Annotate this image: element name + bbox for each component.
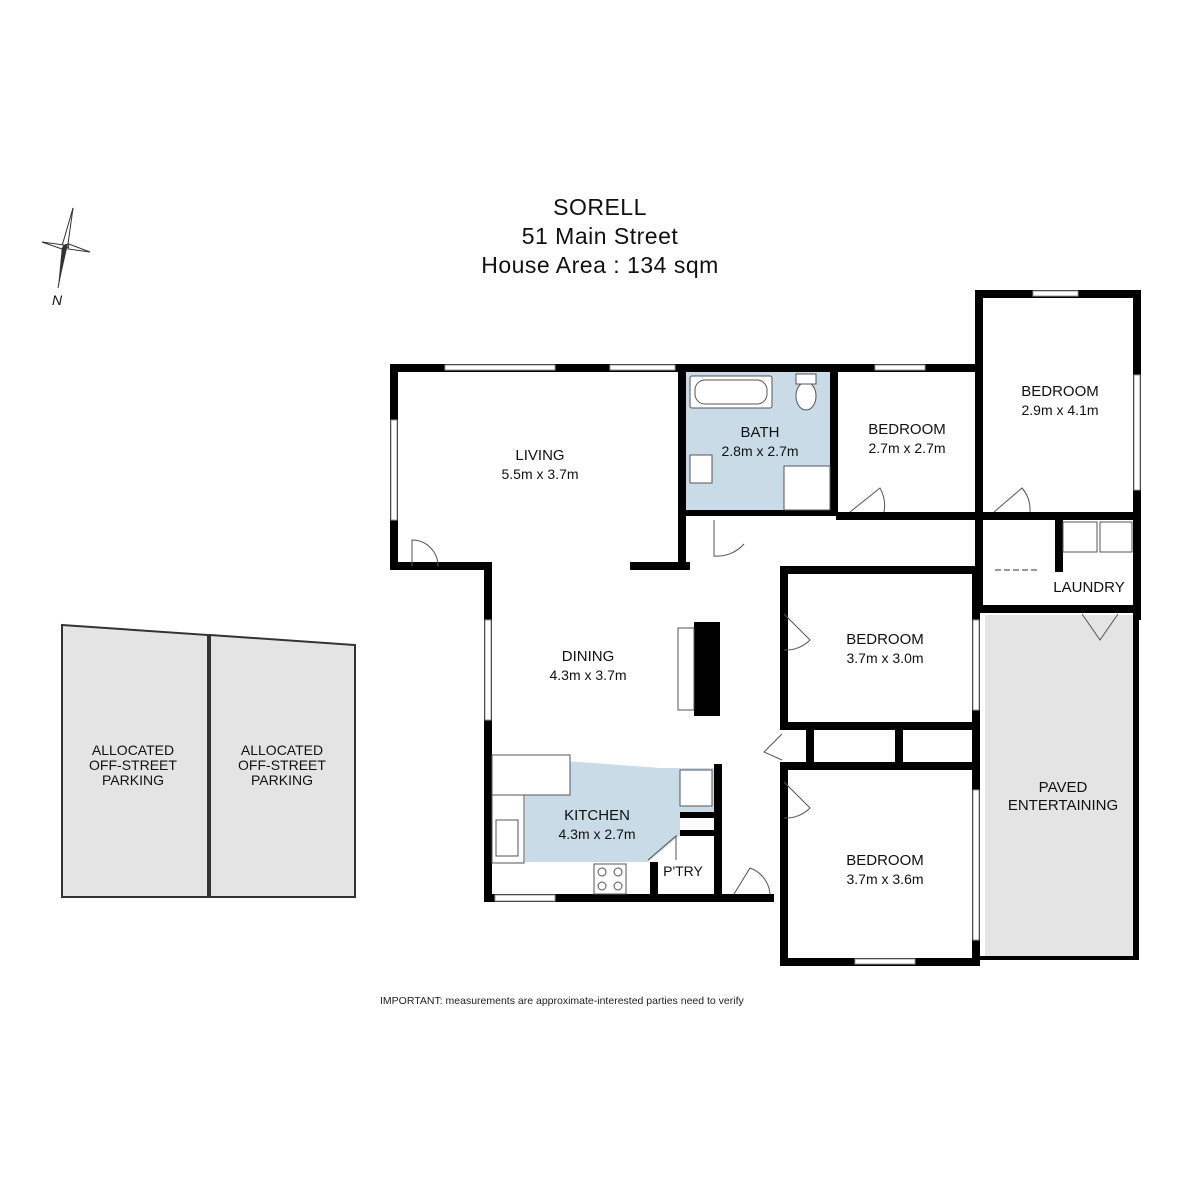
parking-area: ALLOCATED OFF-STREET PARKING ALLOCATED O…	[61, 623, 356, 898]
window	[854, 958, 916, 965]
cooktop-icon	[593, 863, 627, 895]
house-area: House Area : 134 sqm	[481, 252, 719, 278]
window	[972, 619, 980, 711]
measurement-disclaimer: IMPORTANT: measurements are approximate-…	[380, 995, 744, 1007]
compass-north-label: N	[52, 292, 63, 308]
washing-machine-icon	[1099, 521, 1133, 553]
room-size-dining: 4.3m x 3.7m	[549, 667, 626, 683]
room-name-bedroom-se: BEDROOM	[846, 852, 924, 869]
room-size-bedroom-mid: 3.7m x 3.0m	[846, 650, 923, 666]
street-address: 51 Main Street	[521, 223, 679, 249]
doors	[411, 487, 1119, 895]
window	[444, 364, 556, 371]
door-swing	[783, 781, 811, 819]
hearth-icon	[677, 627, 695, 711]
parking-label-2-line2: OFF-STREET	[238, 757, 326, 773]
toilet-icon	[795, 381, 817, 411]
door-swing	[411, 539, 439, 567]
sink-icon	[495, 819, 519, 857]
room-name-bedroom-small: BEDROOM	[868, 421, 946, 438]
kitchen-fill	[525, 758, 715, 862]
shower-icon	[783, 465, 831, 511]
room-name-pantry: P'TRY	[663, 863, 703, 879]
room-size-bedroom-ne: 2.9m x 4.1m	[1021, 402, 1098, 418]
window	[1133, 374, 1141, 491]
window	[609, 364, 676, 371]
room-labels: LIVING 5.5m x 3.7m BATH 2.8m x 2.7m BEDR…	[501, 383, 1124, 887]
window	[1032, 290, 1079, 297]
paved-label-line1: PAVED	[1039, 779, 1088, 796]
window	[484, 619, 492, 721]
window	[972, 789, 980, 941]
window	[494, 894, 556, 902]
bathtub-basin-icon	[694, 379, 768, 405]
room-name-bath: BATH	[741, 424, 780, 441]
window	[390, 419, 398, 521]
parking-bay-1	[61, 623, 209, 898]
room-name-laundry: LAUNDRY	[1053, 579, 1124, 596]
fixtures	[491, 373, 1133, 895]
room-name-bedroom-ne: BEDROOM	[1021, 383, 1099, 400]
room-size-kitchen: 4.3m x 2.7m	[558, 826, 635, 842]
suburb-title: SORELL	[553, 194, 647, 220]
parking-label-2-line1: ALLOCATED	[241, 742, 323, 758]
fridge-icon	[679, 769, 713, 807]
north-compass-icon: N	[41, 207, 91, 308]
kitchen-bench-icon	[491, 754, 571, 796]
door-swing	[1081, 613, 1119, 641]
parking-label-2-line3: PARKING	[251, 772, 313, 788]
door-swing	[993, 487, 1031, 513]
door-swing	[849, 487, 886, 513]
parking-label-1-line3: PARKING	[102, 772, 164, 788]
room-name-kitchen: KITCHEN	[564, 807, 630, 824]
door-swing	[713, 520, 745, 557]
room-name-dining: DINING	[562, 648, 615, 665]
laundry-tub-icon	[1062, 521, 1098, 553]
room-name-living: LIVING	[515, 447, 564, 464]
parking-label-1-line1: ALLOCATED	[92, 742, 174, 758]
vanity-basin-icon	[689, 454, 713, 484]
room-size-bedroom-se: 3.7m x 3.6m	[846, 871, 923, 887]
door-swing	[647, 834, 677, 861]
door-swing	[763, 733, 783, 761]
window	[874, 364, 926, 371]
parking-bay-2	[209, 633, 356, 898]
plan-title-block: SORELL 51 Main Street House Area : 134 s…	[400, 193, 800, 280]
paved-entertaining-fill	[985, 615, 1137, 957]
paved-label-line2: ENTERTAINING	[1008, 797, 1118, 814]
parking-label-1-line2: OFF-STREET	[89, 757, 177, 773]
room-size-living: 5.5m x 3.7m	[501, 466, 578, 482]
room-size-bath: 2.8m x 2.7m	[721, 443, 798, 459]
windows	[390, 290, 1141, 965]
toilet-cistern-icon	[795, 373, 817, 385]
room-name-bedroom-mid: BEDROOM	[846, 631, 924, 648]
room-size-bedroom-small: 2.7m x 2.7m	[868, 440, 945, 456]
door-swing	[783, 613, 811, 651]
door-swing	[733, 867, 771, 895]
